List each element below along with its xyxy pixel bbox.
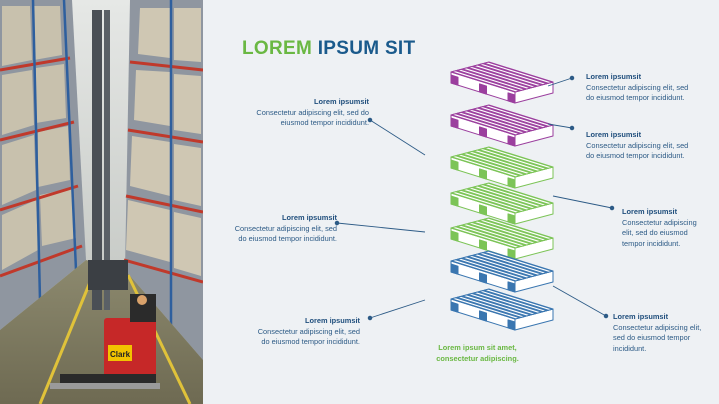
callout-left-1-body: Consectetur adipiscing elit, sed do eius… bbox=[256, 107, 369, 128]
leader-dot bbox=[367, 117, 373, 123]
leader-dot bbox=[603, 313, 609, 319]
leader-dot bbox=[609, 205, 615, 211]
pallet-stack-diagram bbox=[334, 61, 615, 331]
callout-right-2: Lorem ipsumsit Consectetur adipiscing el… bbox=[586, 130, 694, 162]
callout-right-4-body: Consectetur adipiscing elit, sed do eius… bbox=[613, 322, 702, 353]
warehouse-photo: Clark bbox=[0, 0, 203, 404]
callout-left-1: Lorem ipsumsit Consectetur adipiscing el… bbox=[240, 97, 369, 129]
callout-right-2-heading: Lorem ipsumsit bbox=[586, 130, 642, 139]
callout-right-1-heading: Lorem ipsumsit bbox=[586, 72, 642, 81]
bottom-caption: Lorem ipsum sit amet, consectetur adipis… bbox=[436, 343, 519, 363]
callout-right-1-body: Consectetur adipiscing elit, sed do eius… bbox=[586, 82, 689, 103]
callout-left-2-body: Consectetur adipiscing elit, sed do eius… bbox=[234, 223, 337, 244]
callout-right-3-heading: Lorem ipsumsit bbox=[622, 207, 678, 216]
callout-left-3-heading: Lorem ipsumsit bbox=[304, 316, 360, 325]
title-words-blue: IPSUM SIT bbox=[317, 38, 416, 59]
callout-left-2-heading: Lorem ipsumsit bbox=[281, 213, 337, 222]
callout-right-1: Lorem ipsumsit Consectetur adipiscing el… bbox=[586, 72, 694, 104]
leader-dot bbox=[569, 125, 575, 131]
title-word-green: LOREM bbox=[242, 38, 313, 59]
pallet-2 bbox=[450, 104, 554, 147]
forklift-sign-text: Clark bbox=[110, 350, 131, 359]
page-title: LOREM IPSUM SIT bbox=[242, 38, 415, 60]
leader-line bbox=[552, 195, 613, 209]
callout-right-3: Lorem ipsumsit Consectetur adipiscing el… bbox=[622, 207, 702, 249]
callout-left-3: Lorem ipsumsit Consectetur adipiscing el… bbox=[248, 316, 360, 348]
callout-right-4: Lorem ipsumsit Consectetur adipiscing el… bbox=[613, 312, 705, 354]
pallet-7 bbox=[450, 288, 554, 331]
pallet-3 bbox=[450, 146, 554, 189]
leader-dot bbox=[569, 75, 575, 81]
leader-line bbox=[547, 77, 573, 87]
pallet-6 bbox=[450, 250, 554, 293]
callout-right-4-heading: Lorem ipsumsit bbox=[613, 312, 669, 321]
callout-left-2: Lorem ipsumsit Consectetur adipiscing el… bbox=[231, 213, 337, 245]
callout-right-2-body: Consectetur adipiscing elit, sed do eius… bbox=[586, 140, 689, 161]
callout-left-1-heading: Lorem ipsumsit bbox=[313, 97, 369, 106]
leader-line bbox=[547, 123, 573, 129]
leader-dot bbox=[367, 315, 373, 321]
leader-dot bbox=[334, 220, 340, 226]
callout-right-3-body: Consectetur adipiscing elit, sed do eius… bbox=[622, 217, 697, 248]
leader-line bbox=[369, 299, 426, 319]
leader-line bbox=[336, 222, 426, 233]
leader-line bbox=[552, 285, 607, 317]
pallet-4 bbox=[450, 182, 554, 225]
leader-line bbox=[369, 119, 426, 156]
pallet-5 bbox=[450, 217, 554, 260]
callout-left-3-body: Consectetur adipiscing elit, sed do eius… bbox=[257, 326, 360, 347]
pallet-1 bbox=[450, 61, 554, 104]
